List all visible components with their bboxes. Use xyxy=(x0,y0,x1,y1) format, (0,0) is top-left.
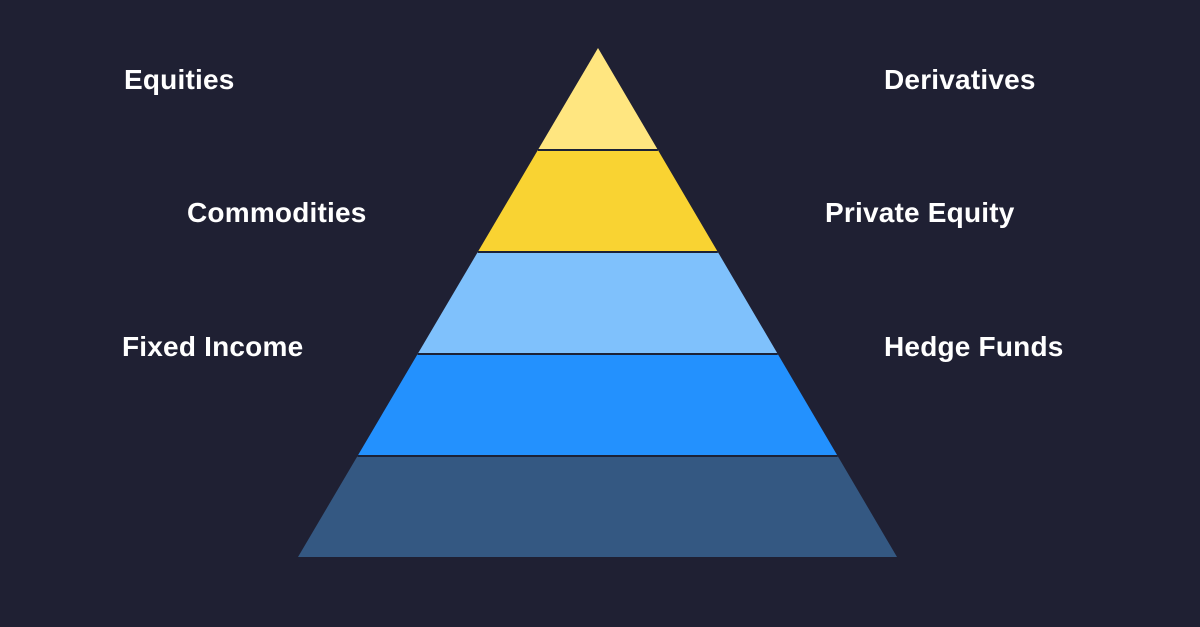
pyramid-separators xyxy=(357,149,838,457)
pyramid-tier-1 xyxy=(537,48,658,150)
pyramid-tier-4 xyxy=(357,354,838,456)
label-equities: Equities xyxy=(124,64,235,95)
pyramid-tiers xyxy=(298,48,897,557)
label-private-equity: Private Equity xyxy=(825,197,1015,228)
label-fixed-income: Fixed Income xyxy=(122,331,304,362)
label-hedge-funds: Hedge Funds xyxy=(884,331,1064,362)
pyramid-tier-5 xyxy=(298,456,897,557)
label-commodities: Commodities xyxy=(187,197,367,228)
pyramid-tier-3 xyxy=(417,252,778,354)
label-derivatives: Derivatives xyxy=(884,64,1036,95)
pyramid-tier-2 xyxy=(477,150,718,252)
